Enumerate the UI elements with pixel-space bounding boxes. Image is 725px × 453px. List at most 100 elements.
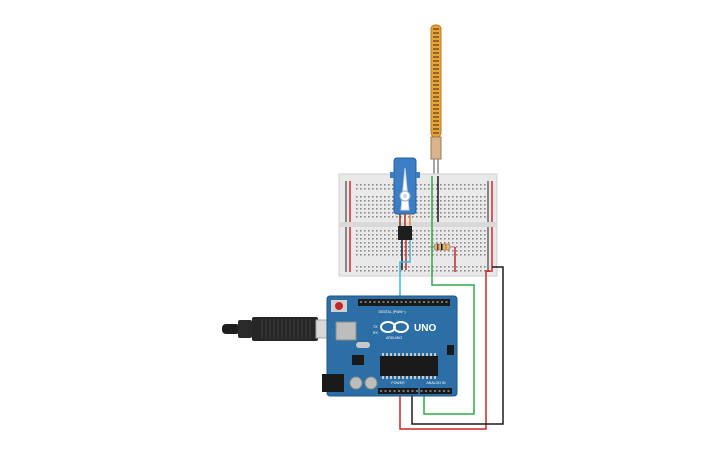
breadboard-hole bbox=[376, 230, 378, 232]
breadboard-hole bbox=[356, 196, 358, 198]
breadboard-hole bbox=[420, 212, 422, 214]
breadboard-hole bbox=[468, 234, 470, 236]
breadboard-hole bbox=[432, 212, 434, 214]
wire-cyan-signal[interactable] bbox=[399, 240, 411, 300]
breadboard-hole bbox=[444, 216, 446, 218]
breadboard-hole bbox=[380, 208, 382, 210]
usb-cable[interactable] bbox=[222, 317, 339, 341]
breadboard-hole bbox=[356, 184, 358, 186]
breadboard-hole bbox=[460, 230, 462, 232]
breadboard-hole bbox=[456, 208, 458, 210]
breadboard-hole bbox=[356, 212, 358, 214]
chip-pin bbox=[406, 353, 408, 356]
breadboard-hole bbox=[460, 266, 462, 268]
breadboard-hole bbox=[416, 216, 418, 218]
digital-pin bbox=[364, 301, 367, 303]
breadboard-hole bbox=[480, 250, 482, 252]
chip-pin bbox=[426, 353, 428, 356]
breadboard-hole bbox=[384, 208, 386, 210]
breadboard-hole bbox=[416, 250, 418, 252]
breadboard-hole bbox=[476, 208, 478, 210]
reset-button[interactable] bbox=[335, 302, 343, 310]
breadboard-hole bbox=[376, 250, 378, 252]
breadboard-hole bbox=[452, 238, 454, 240]
servo-connector bbox=[398, 226, 412, 240]
breadboard-hole bbox=[420, 246, 422, 248]
breadboard-hole bbox=[416, 204, 418, 206]
breadboard-hole bbox=[476, 212, 478, 214]
breadboard-hole bbox=[372, 266, 374, 268]
breadboard-hole bbox=[408, 254, 410, 256]
breadboard-hole bbox=[444, 234, 446, 236]
breadboard-hole bbox=[368, 234, 370, 236]
breadboard-hole bbox=[364, 200, 366, 202]
wire-red-5v[interactable] bbox=[399, 270, 491, 430]
breadboard-hole bbox=[384, 238, 386, 240]
breadboard-hole bbox=[364, 246, 366, 248]
breadboard-hole bbox=[356, 200, 358, 202]
breadboard-hole bbox=[372, 212, 374, 214]
breadboard-hole bbox=[440, 216, 442, 218]
breadboard-hole bbox=[464, 200, 466, 202]
breadboard-hole bbox=[392, 200, 394, 202]
breadboard-hole bbox=[392, 238, 394, 240]
breadboard-hole bbox=[432, 184, 434, 186]
breadboard-hole bbox=[420, 196, 422, 198]
arduino-uno[interactable]: DIGITAL (PWM~) UNO ARDUINO TX RX POWER A… bbox=[322, 295, 458, 397]
breadboard-hole bbox=[452, 184, 454, 186]
breadboard-hole bbox=[484, 212, 486, 214]
chip-pin bbox=[426, 376, 428, 379]
breadboard-hole bbox=[372, 196, 374, 198]
breadboard-hole bbox=[392, 188, 394, 190]
breadboard-hole bbox=[460, 234, 462, 236]
usb-plug-ribs bbox=[261, 319, 311, 339]
breadboard-hole bbox=[436, 216, 438, 218]
breadboard[interactable] bbox=[338, 173, 498, 277]
breadboard-hole bbox=[480, 216, 482, 218]
breadboard-hole bbox=[388, 238, 390, 240]
breadboard-hole bbox=[384, 200, 386, 202]
breadboard-hole bbox=[368, 270, 370, 272]
breadboard-hole bbox=[392, 270, 394, 272]
usb-cable-end bbox=[222, 324, 240, 334]
breadboard-hole bbox=[376, 266, 378, 268]
wire-black-gnd[interactable] bbox=[411, 266, 504, 425]
breadboard-hole bbox=[460, 184, 462, 186]
digital-header bbox=[358, 299, 450, 306]
breadboard-hole bbox=[356, 230, 358, 232]
breadboard-hole bbox=[372, 188, 374, 190]
breadboard-hole bbox=[468, 238, 470, 240]
breadboard-hole bbox=[360, 242, 362, 244]
micro-servo[interactable] bbox=[390, 157, 420, 240]
breadboard-hole bbox=[360, 230, 362, 232]
breadboard-hole bbox=[368, 246, 370, 248]
breadboard-hole bbox=[384, 270, 386, 272]
breadboard-hole bbox=[476, 250, 478, 252]
breadboard-hole bbox=[432, 230, 434, 232]
breadboard-hole bbox=[392, 246, 394, 248]
wires[interactable] bbox=[399, 176, 504, 430]
uno-logo-text: UNO bbox=[414, 323, 436, 334]
flex-sensor-connector bbox=[430, 136, 442, 160]
breadboard-hole bbox=[464, 250, 466, 252]
breadboard-hole bbox=[364, 250, 366, 252]
breadboard-hole bbox=[372, 246, 374, 248]
wire-green-a0[interactable] bbox=[423, 176, 475, 415]
breadboard-hole bbox=[424, 234, 426, 236]
breadboard-hole bbox=[480, 266, 482, 268]
breadboard-hole bbox=[412, 266, 414, 268]
breadboard-hole bbox=[360, 238, 362, 240]
breadboard-hole bbox=[364, 216, 366, 218]
resistor[interactable] bbox=[428, 243, 455, 251]
breadboard-hole bbox=[448, 204, 450, 206]
breadboard-hole bbox=[456, 242, 458, 244]
breadboard-hole bbox=[380, 238, 382, 240]
flex-sensor[interactable] bbox=[430, 24, 442, 176]
breadboard-hole bbox=[416, 234, 418, 236]
breadboard-hole bbox=[436, 196, 438, 198]
digital-pin bbox=[400, 301, 403, 303]
breadboard-hole bbox=[468, 242, 470, 244]
breadboard-hole bbox=[424, 242, 426, 244]
breadboard-hole bbox=[444, 188, 446, 190]
